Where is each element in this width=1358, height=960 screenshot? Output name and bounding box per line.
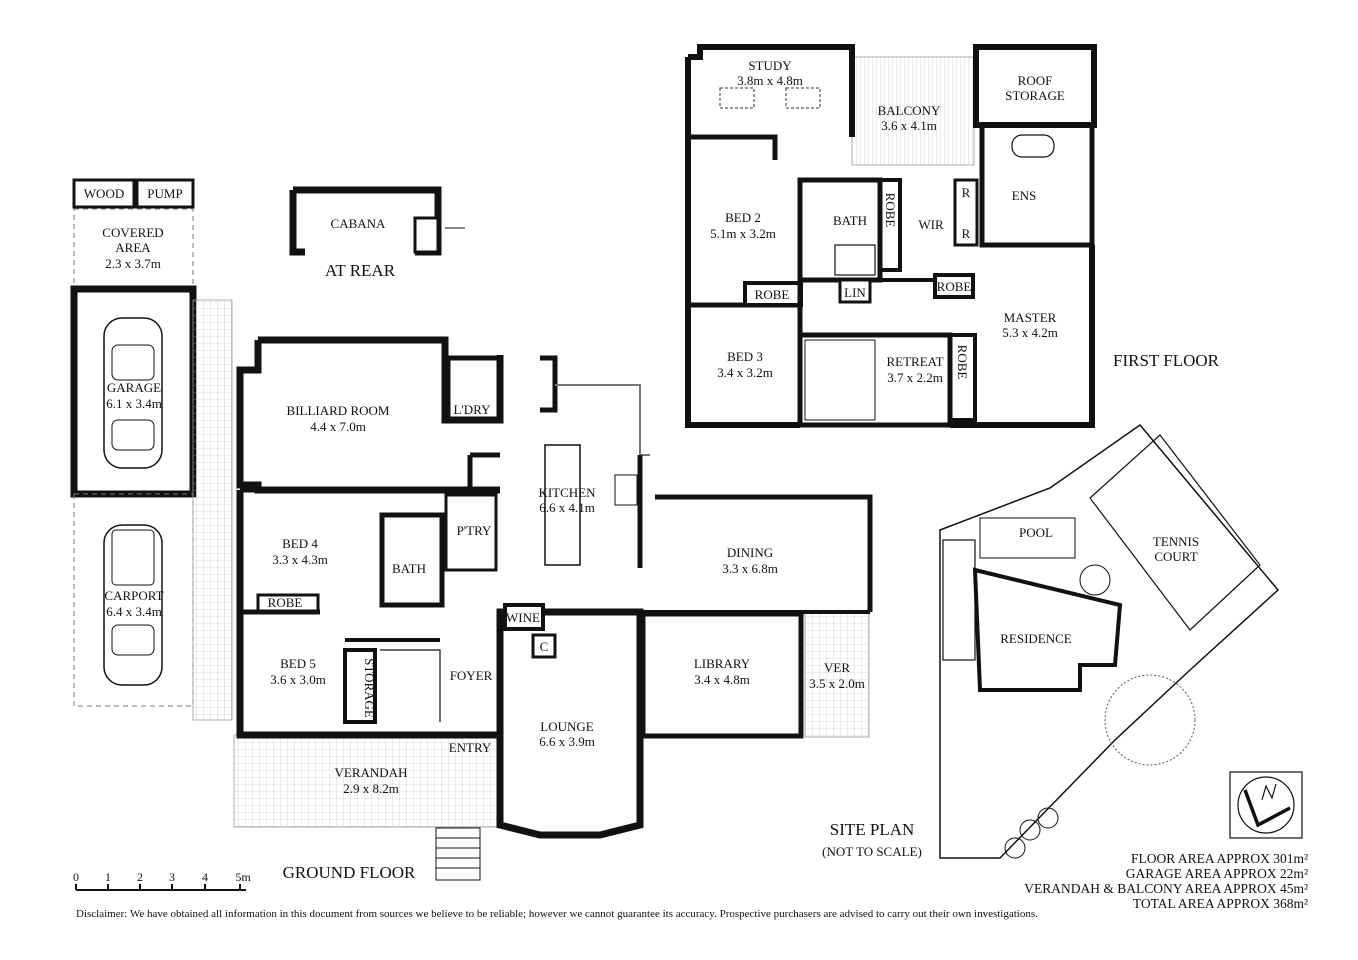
cabana-label: CABANA [331,216,387,231]
billiard-room-label: BILLIARD ROOM [287,403,390,418]
library-label: LIBRARY [694,656,751,671]
bed5-dim: 3.6 x 3.0m [270,672,326,687]
robe-master-label: ROBE [937,279,972,294]
bed4-label: BED 4 [282,536,318,551]
lounge-label: LOUNGE [540,719,593,734]
roof-storage-label-2: STORAGE [1005,88,1065,103]
scale-bar: 0 1 2 3 4 5m [73,870,251,891]
ver-label: VER [824,660,850,675]
site-plan-note: (NOT TO SCALE) [822,844,922,859]
bed5-label: BED 5 [280,656,316,671]
scale-tick-4: 4 [202,870,208,884]
disclaimer-text: Disclaimer: We have obtained all informa… [76,908,1038,920]
robe-retreat-label: ROBE [955,345,970,380]
cabana-block [289,186,465,256]
master-dim: 5.3 x 4.2m [1002,325,1058,340]
study-dim: 3.8m x 4.8m [737,73,803,88]
at-rear-title: AT REAR [325,261,396,280]
balcony-label: BALCONY [878,103,941,118]
court-label: COURT [1154,549,1197,564]
robe-bed2-label: ROBE [755,287,790,302]
entry-label: ENTRY [449,740,492,755]
c-label: C [540,639,549,654]
retreat-label: RETREAT [886,354,943,369]
balcony-dim: 3.6 x 4.1m [881,118,937,133]
master-label: MASTER [1004,310,1057,325]
wir-label: WIR [918,217,944,232]
pump-label: PUMP [147,186,182,201]
carport-label: CARPORT [104,588,163,603]
verandah-area-text: VERANDAH & BALCONY AREA APPROX 45m² [1024,881,1308,896]
residence-label: RESIDENCE [1000,631,1072,646]
garage-block [70,178,233,721]
wood-label: WOOD [84,186,124,201]
garage-dim: 6.1 x 3.4m [106,396,162,411]
bed3-dim: 3.4 x 3.2m [717,365,773,380]
dining-dim: 3.3 x 6.8m [722,561,778,576]
pantry-label: P'TRY [457,523,492,538]
north-arrow-icon [1229,771,1303,839]
robe-vertical-label: ROBE [883,193,898,228]
kitchen-label: KITCHEN [538,485,596,500]
first-bath-label: BATH [833,213,867,228]
site-plan [939,423,1280,859]
garage-area-text: GARAGE AREA APPROX 22m² [1126,866,1308,881]
laundry-label: L'DRY [453,402,491,417]
bed2-label: BED 2 [725,210,761,225]
carport-dim: 6.4 x 3.4m [106,604,162,619]
r1-label: R [962,185,971,200]
bath-label: BATH [392,561,426,576]
wine-label: WINE [506,610,540,625]
bed2-dim: 5.1m x 3.2m [710,226,776,241]
scale-tick-1: 1 [105,870,111,884]
site-plan-title: SITE PLAN [830,820,915,839]
tennis-label: TENNIS [1153,534,1199,549]
bed4-dim: 3.3 x 4.3m [272,552,328,567]
bed3-label: BED 3 [727,349,763,364]
r2-label: R [962,226,971,241]
ver-dim: 3.5 x 2.0m [809,676,865,691]
scale-tick-5: 5m [235,870,251,884]
robe-label: ROBE [268,595,303,610]
library-dim: 3.4 x 4.8m [694,672,750,687]
floor-area-text: FLOOR AREA APPROX 301m² [1131,851,1308,866]
covered-area-label-2: AREA [115,240,151,255]
total-area-text: TOTAL AREA APPROX 368m² [1133,896,1308,911]
verandah-dim: 2.9 x 8.2m [343,781,399,796]
pool-label: POOL [1019,525,1053,540]
first-floor-plan [685,44,1097,428]
foyer-label: FOYER [450,668,493,683]
covered-area-dim: 2.3 x 3.7m [105,256,161,271]
dining-label: DINING [727,545,773,560]
scale-tick-0: 0 [73,870,79,884]
storage-label: STORAGE [362,658,377,718]
kitchen-dim: 6.6 x 4.1m [539,500,595,515]
covered-area-label: COVERED [102,225,163,240]
ens-label: ENS [1012,188,1037,203]
scale-tick-2: 2 [137,870,143,884]
billiard-room-dim: 4.4 x 7.0m [310,419,366,434]
lounge-dim: 6.6 x 3.9m [539,734,595,749]
scale-tick-3: 3 [169,870,175,884]
study-label: STUDY [748,58,792,73]
ground-floor-title: GROUND FLOOR [283,863,416,882]
roof-storage-label: ROOF [1018,73,1053,88]
first-floor-title: FIRST FLOOR [1113,351,1220,370]
ground-floor-plan [233,336,873,881]
retreat-dim: 3.7 x 2.2m [887,370,943,385]
lin-label: LIN [844,285,866,300]
verandah-label: VERANDAH [335,765,408,780]
garage-label: GARAGE [107,380,161,395]
